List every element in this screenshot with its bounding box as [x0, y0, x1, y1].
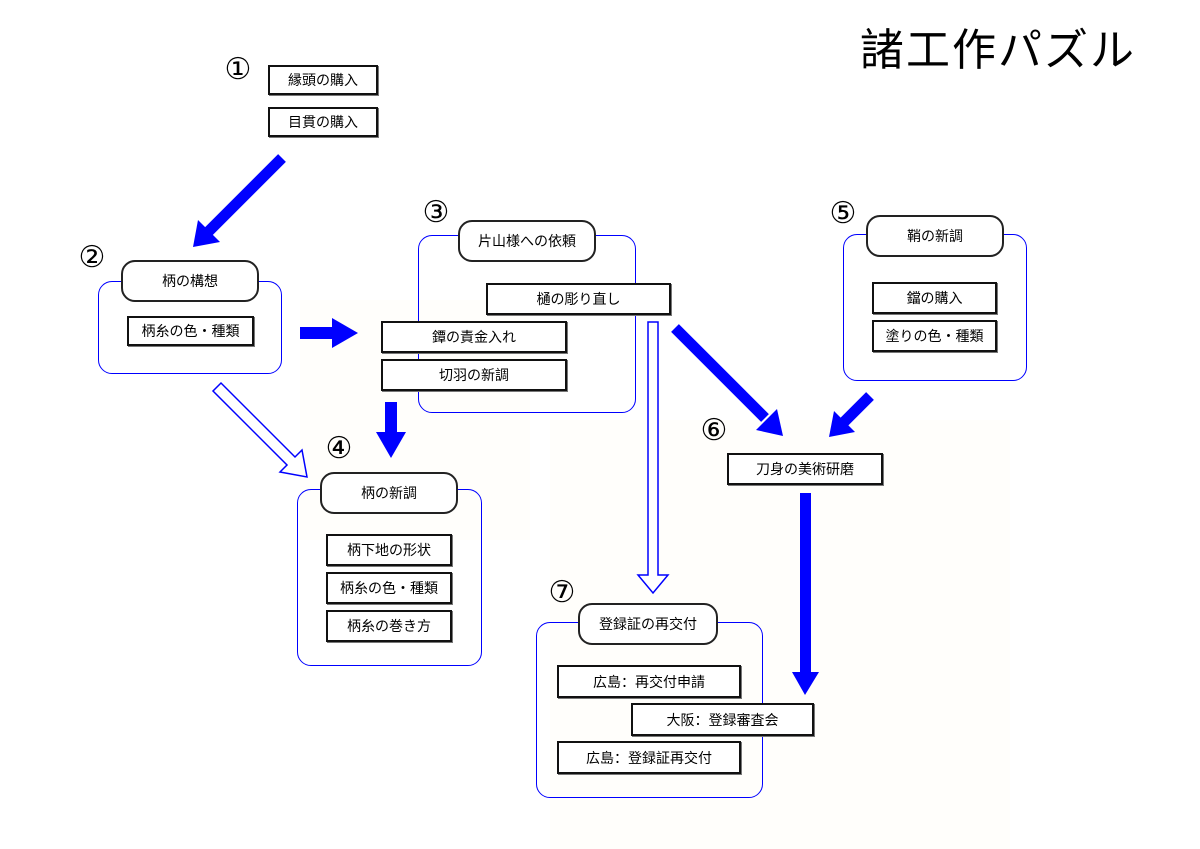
arrow-3-to-4 — [376, 402, 406, 458]
arrow-2-to-3 — [300, 318, 358, 348]
step-number-5: ⑤ — [829, 196, 857, 231]
step-number-2: ② — [78, 240, 106, 275]
arrow-5-to-6 — [829, 392, 874, 437]
item-box: 柄糸の色・種類 — [326, 572, 452, 604]
page-title: 諸工作パズル — [860, 25, 1136, 76]
item-box: 樋の彫り直し — [486, 283, 671, 315]
arrow-1-to-2 — [193, 154, 286, 247]
group-heading: 片山様への依頼 — [458, 220, 596, 262]
item-box: 鐺の購入 — [872, 282, 997, 314]
group-heading: 柄の構想 — [121, 260, 259, 302]
item-box: 柄下地の形状 — [326, 534, 452, 566]
item-box: 広島：登録証再交付 — [557, 741, 741, 774]
item-box: 鐔の責金入れ — [381, 321, 567, 353]
arrow-6-to-7 — [792, 493, 819, 695]
arrow-3-to-6 — [671, 324, 783, 436]
item-box: 刀身の美術研磨 — [727, 453, 883, 485]
item-box: 柄糸の巻き方 — [326, 610, 452, 642]
step-number-6: ⑥ — [700, 413, 728, 448]
item-box: 目貫の購入 — [268, 107, 378, 137]
group-heading: 鞘の新調 — [866, 215, 1004, 257]
item-box: 切羽の新調 — [381, 359, 567, 391]
item-box: 縁頭の購入 — [268, 65, 378, 95]
step-number-3: ③ — [422, 195, 450, 230]
step-number-7: ⑦ — [548, 575, 576, 610]
item-box: 広島：再交付申請 — [557, 665, 741, 698]
item-box: 柄糸の色・種類 — [127, 316, 254, 346]
arrow-2-to-4-hollow — [211, 381, 308, 478]
group-heading: 登録証の再交付 — [578, 603, 718, 645]
item-box: 大阪：登録審査会 — [631, 703, 814, 736]
step-number-4: ④ — [325, 431, 353, 466]
item-box: 塗りの色・種類 — [872, 320, 997, 352]
group-heading: 柄の新調 — [320, 472, 458, 514]
arrow-3-to-7-hollow — [636, 321, 670, 595]
step-number-1: ① — [224, 52, 252, 87]
